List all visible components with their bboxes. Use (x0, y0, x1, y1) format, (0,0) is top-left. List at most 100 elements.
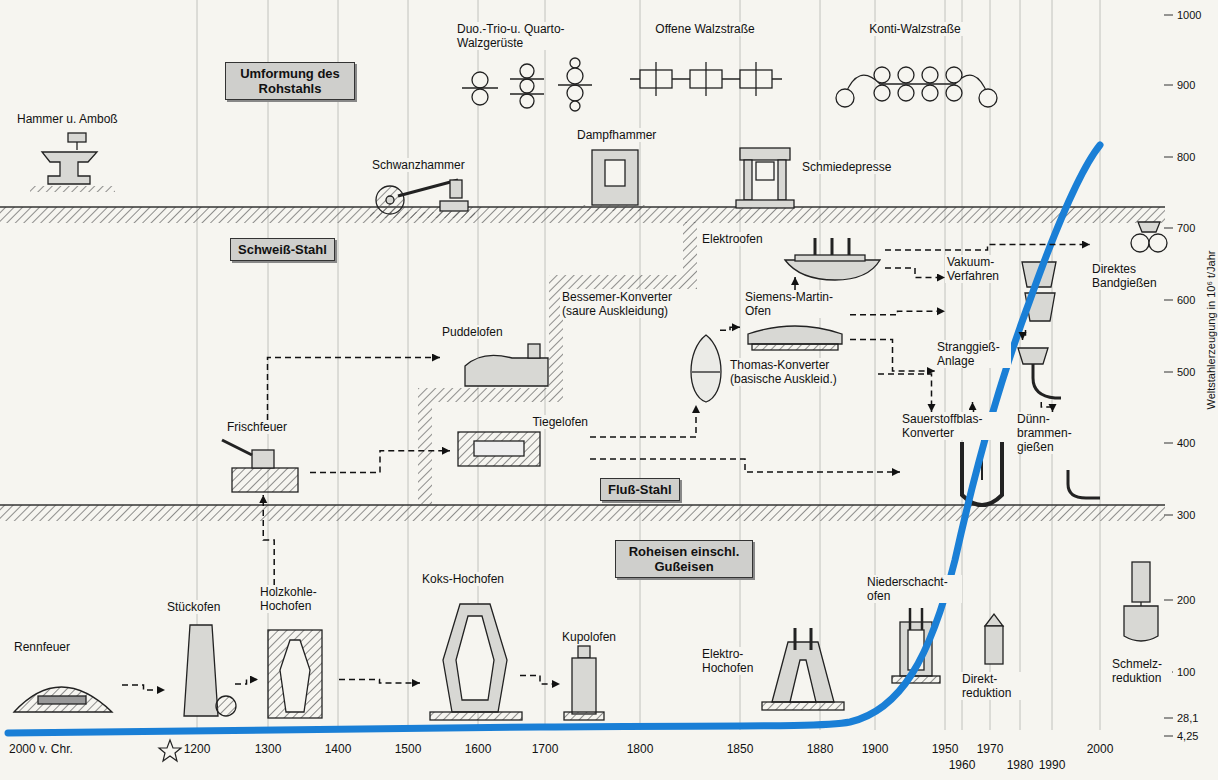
open-hearth-icon (752, 344, 838, 350)
continuous-mill-icon (946, 67, 962, 83)
process-name: Offene Walzstraße (653, 22, 756, 36)
puddling-furnace-icon (465, 355, 548, 386)
anvil-icon (42, 152, 97, 184)
process-name: Schmelz- reduktion (1110, 657, 1172, 685)
process-flow-arrow (850, 340, 935, 371)
process-node: Direkt- reduktion (960, 610, 1032, 700)
process-name: Direkt- reduktion (960, 672, 1032, 700)
electric-furnace-icon (795, 255, 865, 261)
anvil-icon (76, 142, 77, 150)
process-name: Direktes Bandgießen (1090, 262, 1170, 290)
year-grid (338, 0, 339, 730)
open-mill-icon (705, 62, 706, 96)
axis-label: 1970 (976, 742, 1005, 756)
axis-label: 1900 (861, 742, 890, 756)
process-flow-arrow (520, 676, 560, 684)
anvil-icon (30, 186, 115, 192)
process-node: Kupolofen (560, 630, 635, 720)
axis-ticks (1164, 157, 1173, 158)
rolling-stand-icon (567, 85, 583, 101)
process-name: Rennfeuer (12, 640, 72, 654)
smelting-reduction-icon (1140, 602, 1141, 606)
process-name: Schweiß-Stahl (238, 242, 327, 257)
process-node: Elektro- Hochofen (700, 612, 850, 710)
electric-furnace-icon (785, 238, 880, 280)
axis-ticks (1164, 300, 1173, 301)
axis-title: Weltstahlerzeugung in 10⁶ t/Jahr (1204, 249, 1218, 410)
tail-hammer-icon (370, 212, 475, 218)
process-node: Dünn- brammen- gießen (1015, 412, 1090, 472)
steam-hammer-icon (592, 150, 638, 205)
open-mill-icon (630, 62, 782, 96)
low-shaft-furnace-icon (892, 676, 940, 683)
refining-hearth-icon (222, 440, 252, 455)
section-band (0, 505, 1165, 521)
axis-label: 200 (1176, 593, 1196, 607)
process-name: Frischfeuer (225, 420, 289, 434)
production-curve (8, 145, 1100, 733)
section-box: Schweiß-Stahl (230, 238, 335, 261)
rolling-stand-icon (520, 64, 534, 78)
converter-icon (691, 335, 721, 402)
process-flow-arrow (885, 245, 1090, 251)
process-name: Hammer u. Amboß (15, 112, 120, 126)
axis-label: 1200 (183, 742, 212, 756)
strip-casting-icon (1131, 222, 1167, 252)
electric-blast-furnace-icon (790, 660, 816, 702)
section-band (0, 207, 1165, 223)
process-node: Vakuum- Verfahren (945, 255, 1060, 330)
cupola-icon (564, 646, 604, 720)
section-band (0, 207, 1165, 521)
axis-ticks (1164, 443, 1173, 444)
process-flow-arrow (878, 374, 932, 412)
process-name: Roheisen einschl. Gußeisen (623, 544, 745, 574)
tail-hammer-icon (450, 180, 462, 198)
rolling-stand-icon (520, 94, 534, 108)
open-hearth-icon (748, 326, 842, 350)
tail-hammer-icon (376, 186, 404, 214)
strip-casting-icon (1131, 234, 1149, 252)
year-grid (197, 0, 198, 730)
process-node: Schmelz- reduktion (1110, 555, 1172, 685)
axis-label: 1990 (1038, 758, 1067, 772)
coke-furnace-icon (430, 712, 522, 720)
process-name: Elektro- Hochofen (700, 647, 766, 675)
process-name: Thomas-Konverter (basische Auskleid.) (728, 358, 852, 386)
smelting-reduction-icon (1124, 562, 1158, 641)
process-name: Tiegelofen (530, 415, 590, 429)
forging-press-icon (736, 200, 794, 208)
shaft-furnace-icon (184, 625, 218, 716)
process-flow-arrow (1023, 330, 1026, 340)
thin-slab-caster-icon (1068, 470, 1100, 498)
direct-reduction-icon (985, 626, 1003, 664)
axis-ticks (1164, 515, 1173, 516)
rolling-stand-icon (567, 68, 583, 84)
production-curve (8, 145, 1100, 733)
tail-hammer-icon (370, 180, 475, 218)
steam-hammer-icon (605, 160, 625, 186)
process-name: Stückofen (165, 600, 222, 614)
axis-label: 500 (1176, 365, 1196, 379)
process-name: Niederschacht- ofen (865, 575, 962, 603)
process-name: Puddelofen (440, 325, 505, 339)
forging-press-icon (740, 148, 790, 160)
process-flow-arrow (1041, 402, 1052, 412)
year-zero-star (159, 740, 181, 761)
axis-ticks (1164, 718, 1173, 719)
continuous-mill-icon (845, 75, 988, 95)
process-node: Stückofen (165, 600, 235, 720)
year-grid (197, 0, 1100, 730)
converter-icon (692, 371, 720, 372)
process-flow-arrow (590, 405, 696, 437)
process-node: Tiegelofen (450, 415, 590, 470)
continuous-caster-icon (1033, 364, 1061, 398)
year-grid (1052, 0, 1053, 730)
axis-label: 400 (1176, 436, 1196, 450)
electric-furnace-icon (785, 260, 880, 280)
axis-ticks (1164, 736, 1173, 737)
electric-blast-furnace-icon (762, 628, 844, 710)
process-node: Sauerstoffblas- Konverter (900, 412, 1005, 512)
low-shaft-furnace-icon (921, 608, 924, 630)
process-node: Elektroofen (700, 232, 885, 277)
process-name: Sauerstoffblas- Konverter (900, 412, 999, 440)
